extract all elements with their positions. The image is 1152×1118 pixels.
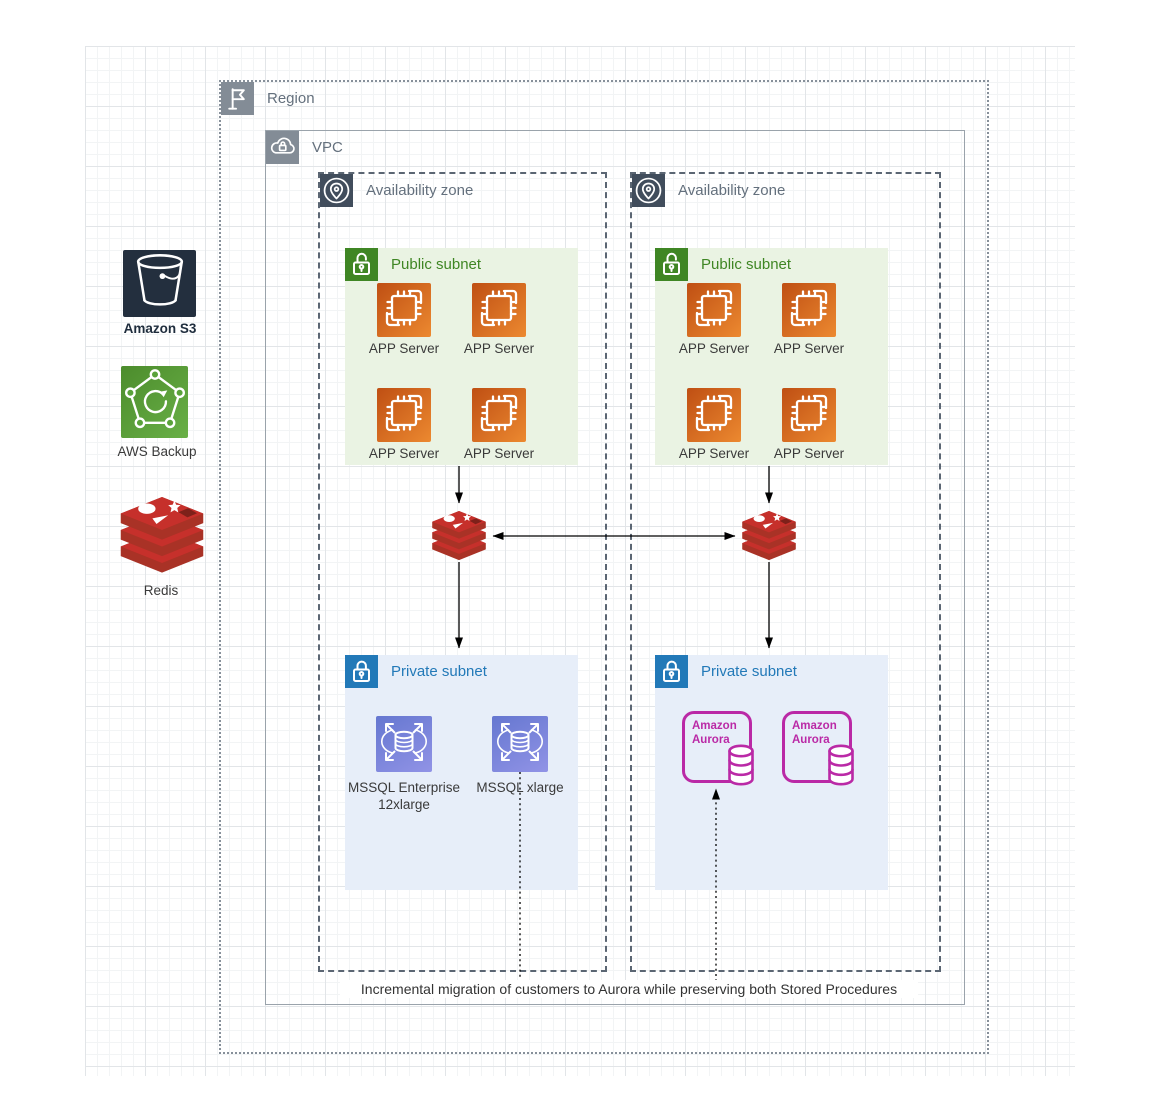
ec2-chip-icon [783, 387, 835, 444]
app-server-caption: APP Server [463, 341, 535, 356]
grid-page [85, 46, 1075, 1076]
vpc-label: VPC [312, 139, 343, 156]
ec2-chip-icon [378, 282, 430, 339]
az2-label: Availability zone [678, 182, 786, 199]
app-server-node[interactable] [687, 283, 741, 337]
mssql-xlarge-caption: MSSQL xlarge [476, 780, 564, 795]
private-subnet-1-title: Private subnet [391, 663, 487, 680]
region-label: Region [267, 90, 315, 107]
aurora-label: Amazon Aurora [692, 720, 737, 746]
ec2-chip-icon [473, 387, 525, 444]
app-server-caption: APP Server [678, 446, 750, 461]
mssql-enterprise-node[interactable] [376, 716, 432, 772]
public-subnet-1-header: Public subnet [345, 248, 481, 281]
app-server-node[interactable] [782, 388, 836, 442]
backup-pentagon-icon [124, 368, 186, 437]
redis-cluster-node[interactable] [738, 511, 800, 561]
redis-cluster-node[interactable] [428, 511, 490, 561]
vpc-container[interactable]: VPC [265, 130, 965, 1005]
flag-icon [221, 82, 254, 115]
aurora-label: Amazon Aurora [792, 720, 837, 746]
app-server-node[interactable] [472, 283, 526, 337]
redis-node[interactable] [116, 497, 208, 574]
ec2-chip-icon [783, 282, 835, 339]
vpc-header: VPC [266, 131, 343, 164]
private-subnet-1-header: Private subnet [345, 655, 487, 688]
redis-stack-icon [116, 561, 208, 578]
az2-header: Availability zone [632, 174, 785, 207]
ec2-chip-icon [473, 282, 525, 339]
app-server-node[interactable] [377, 283, 431, 337]
aurora-node-1[interactable]: Amazon Aurora [682, 711, 752, 783]
app-server-node[interactable] [472, 388, 526, 442]
s3-bucket-icon [125, 249, 195, 318]
location-pin-icon [632, 174, 665, 207]
ec2-chip-icon [688, 387, 740, 444]
app-server-caption: APP Server [368, 341, 440, 356]
az1-header: Availability zone [320, 174, 473, 207]
app-server-node[interactable] [687, 388, 741, 442]
location-pin-icon [320, 174, 353, 207]
app-server-caption: APP Server [678, 341, 750, 356]
redis-caption: Redis [143, 583, 179, 598]
app-server-node[interactable] [377, 388, 431, 442]
app-server-caption: APP Server [463, 446, 535, 461]
app-server-caption: APP Server [773, 341, 845, 356]
region-header: Region [221, 82, 315, 115]
aws-backup-caption: AWS Backup [117, 444, 197, 459]
open-lock-icon [345, 248, 378, 281]
db-scale-out-icon [492, 714, 548, 775]
cloud-lock-icon [266, 131, 299, 164]
ec2-chip-icon [378, 387, 430, 444]
amazon-s3-node[interactable] [123, 250, 196, 317]
region-container[interactable]: Region [219, 80, 989, 1054]
open-lock-icon [655, 248, 688, 281]
db-scale-out-icon [376, 714, 432, 775]
redis-stack-icon [428, 548, 490, 565]
public-subnet-2-title: Public subnet [701, 256, 792, 273]
private-subnet-2-header: Private subnet [655, 655, 797, 688]
mssql-xlarge-node[interactable] [492, 716, 548, 772]
app-server-node[interactable] [782, 283, 836, 337]
aurora-db-icon [726, 744, 756, 788]
app-server-caption: APP Server [368, 446, 440, 461]
mssql-enterprise-caption: MSSQL Enterprise 12xlarge [347, 780, 461, 812]
aws-backup-node[interactable] [121, 366, 188, 438]
aurora-db-icon [826, 744, 856, 788]
closed-lock-icon [345, 655, 378, 688]
availability-zone-2[interactable]: Availability zone [630, 172, 941, 972]
availability-zone-1[interactable]: Availability zone [318, 172, 607, 972]
migration-annotation: Incremental migration of customers to Au… [340, 980, 918, 998]
aurora-node-2[interactable]: Amazon Aurora [782, 711, 852, 783]
app-server-caption: APP Server [773, 446, 845, 461]
redis-stack-icon [738, 548, 800, 565]
private-subnet-2-title: Private subnet [701, 663, 797, 680]
closed-lock-icon [655, 655, 688, 688]
public-subnet-2-header: Public subnet [655, 248, 791, 281]
public-subnet-1-title: Public subnet [391, 256, 482, 273]
ec2-chip-icon [688, 282, 740, 339]
amazon-s3-caption: Amazon S3 [123, 321, 197, 336]
az1-label: Availability zone [366, 182, 474, 199]
